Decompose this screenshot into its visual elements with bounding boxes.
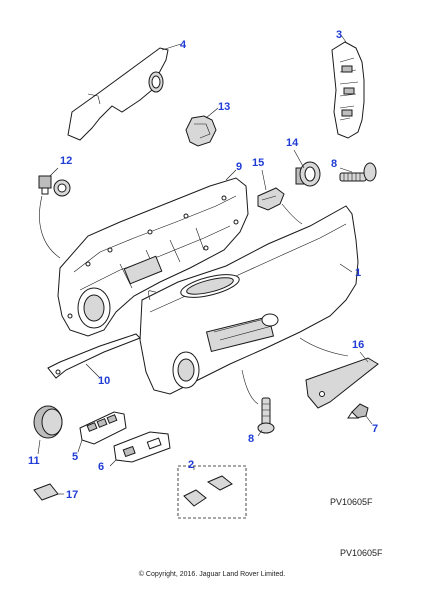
callout-2: 2 xyxy=(188,459,194,471)
callout-17: 17 xyxy=(66,489,78,501)
callout-16: 16 xyxy=(352,339,364,351)
part-12-fastener xyxy=(38,175,71,197)
reference-code-outer: PV10605F xyxy=(340,548,383,558)
reference-code-inner: PV10605F xyxy=(330,497,373,507)
part-8-screw-top xyxy=(339,162,377,182)
part-4-trim xyxy=(67,47,169,141)
callout-8-top: 8 xyxy=(331,158,337,170)
part-5-switch xyxy=(79,411,127,445)
callout-3: 3 xyxy=(336,29,342,41)
part-8-screw-bottom xyxy=(257,397,275,434)
part-13-bracket xyxy=(185,115,217,147)
callout-1: 1 xyxy=(355,267,361,279)
callout-13: 13 xyxy=(218,101,230,113)
copyright-notice: © Copyright, 2016. Jaguar Land Rover Lim… xyxy=(139,570,285,578)
callout-6: 6 xyxy=(98,461,104,473)
part-1-door-trim xyxy=(139,205,359,395)
part-16-pad xyxy=(305,357,379,409)
callout-10: 10 xyxy=(98,375,110,387)
callout-14: 14 xyxy=(286,137,299,149)
part-11-cap xyxy=(33,405,63,439)
part-14-clip xyxy=(295,161,321,187)
callouts: 1 2 3 4 5 6 7 8 8 9 10 11 12 13 14 15 16… xyxy=(28,29,378,501)
callout-15: 15 xyxy=(252,157,264,169)
callout-4: 4 xyxy=(180,39,187,51)
callout-7: 7 xyxy=(372,423,378,435)
callout-8-bottom: 8 xyxy=(248,433,254,445)
part-3-pillar xyxy=(331,41,365,139)
part-10-strip xyxy=(47,333,141,379)
callout-9: 9 xyxy=(236,161,242,173)
part-6-bezel xyxy=(113,431,171,463)
callout-11: 11 xyxy=(28,455,40,467)
callout-5: 5 xyxy=(72,451,78,463)
callout-12: 12 xyxy=(60,155,72,167)
part-2-kit xyxy=(177,465,247,519)
part-7-clip xyxy=(347,403,369,419)
part-17-pad xyxy=(33,483,59,501)
part-9-inner-panel xyxy=(57,177,249,337)
part-15-bracket xyxy=(257,187,285,211)
